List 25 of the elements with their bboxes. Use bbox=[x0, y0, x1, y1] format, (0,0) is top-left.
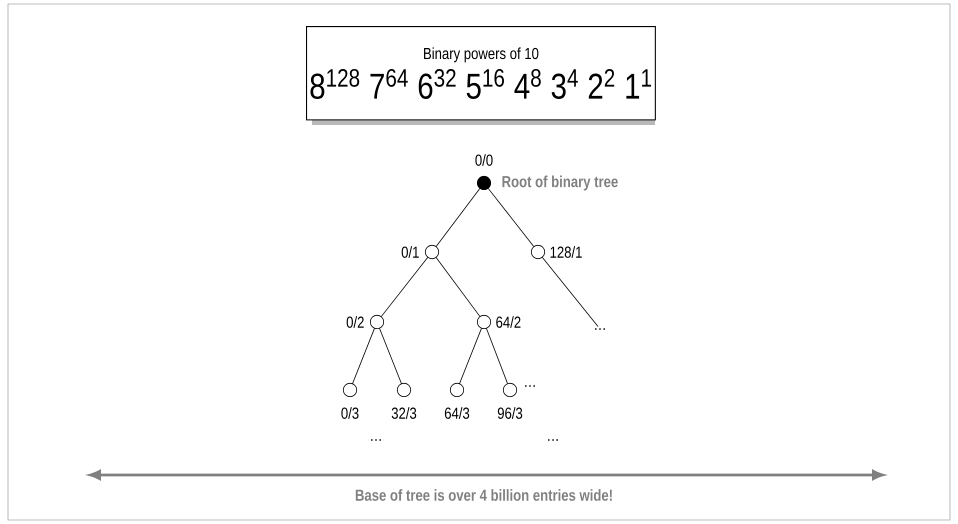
node-label: 64/2 bbox=[496, 316, 520, 328]
ellipsis: … bbox=[595, 328, 605, 330]
title-box: Binary powers of 10 8$^{128}$ 7$^{64}$ 6$^{32}$ 5$^{16}$ 4$^{8}$ 3$^{4}$ 2$^{2}$ 1$^{1}$ bbox=[306, 26, 656, 125]
node-label: 0/2 bbox=[346, 316, 364, 328]
tree-branch bbox=[486, 328, 508, 384]
tree-branch bbox=[352, 328, 375, 384]
tree-branch bbox=[542, 257, 598, 327]
annotation-text: Root of binary tree bbox=[502, 176, 618, 190]
tree-branch bbox=[436, 188, 480, 247]
node-label: 128/1 bbox=[550, 246, 582, 258]
node-label: 0/0 bbox=[475, 154, 493, 166]
ellipsis: … bbox=[548, 439, 558, 441]
node-label: 32/3 bbox=[392, 407, 416, 419]
node-label: 64/3 bbox=[444, 407, 470, 419]
node-label: 0/1 bbox=[402, 246, 419, 258]
caption-text: Base of tree is over 4 billion entries wide! bbox=[356, 489, 612, 501]
node-label: 96/3 bbox=[498, 407, 522, 419]
tree-branch bbox=[379, 328, 402, 384]
tree-branch bbox=[488, 188, 534, 247]
tree-branch bbox=[436, 257, 480, 317]
tree-branch bbox=[380, 257, 428, 317]
ellipsis: … bbox=[371, 439, 381, 441]
tree-branch bbox=[459, 328, 482, 384]
node-label: … bbox=[525, 385, 535, 387]
node-label: 0/3 bbox=[341, 407, 359, 419]
